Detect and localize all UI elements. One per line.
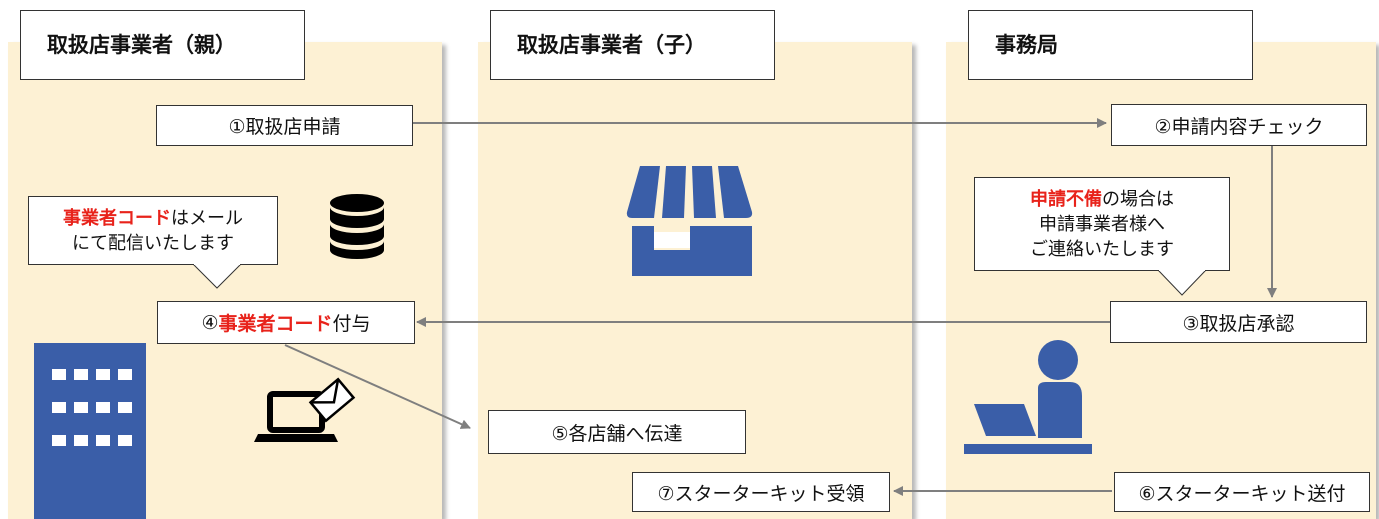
office-building-icon xyxy=(34,343,146,519)
storefront-icon xyxy=(626,166,753,276)
step-4-highlight: 事業者コード xyxy=(218,313,333,335)
callout-incomplete-line3: ご連絡いたします xyxy=(1030,238,1174,260)
step-3-box: ③取扱店承認 xyxy=(1110,301,1367,343)
arrow-4-to-5 xyxy=(284,344,471,429)
step-7-box: ⑦スターターキット受領 xyxy=(632,472,890,512)
lane-title-parent: 取扱店事業者（親） xyxy=(20,10,305,80)
callout-code-line2: にて配信いたします xyxy=(72,232,234,254)
lane-title-secretariat: 事務局 xyxy=(968,10,1253,80)
step-4-suffix: 付与 xyxy=(332,313,371,335)
step-4-prefix: ④ xyxy=(201,311,219,334)
callout-incomplete-line1: 申請不備の場合は xyxy=(975,187,1229,212)
callout-incomplete-line2: 申請事業者様へ xyxy=(1039,213,1165,235)
person-at-desk-icon xyxy=(964,340,1092,454)
callout-code-line1-rest: はメール xyxy=(171,207,243,229)
step-5-box: ⑤各店舗へ伝達 xyxy=(488,410,746,454)
callout-code-highlight: 事業者コード xyxy=(63,207,171,229)
callout-incomplete: 申請不備の場合は 申請事業者様へ ご連絡いたします xyxy=(974,177,1230,271)
step-1-box: ①取扱店申請 xyxy=(156,105,413,146)
database-icon xyxy=(330,194,384,259)
lane-title-child: 取扱店事業者（子） xyxy=(490,10,775,80)
callout-code-email: 事業者コードはメール にて配信いたします xyxy=(28,196,278,265)
step-2-box: ②申請内容チェック xyxy=(1111,104,1367,146)
laptop-mail-icon xyxy=(254,377,356,442)
callout-incomplete-highlight: 申請不備 xyxy=(1030,188,1102,210)
callout-incomplete-line1-rest: の場合は xyxy=(1102,188,1174,210)
step-6-box: ⑥スターターキット送付 xyxy=(1114,472,1370,512)
callout-code-line1: 事業者コードはメール xyxy=(29,206,277,231)
